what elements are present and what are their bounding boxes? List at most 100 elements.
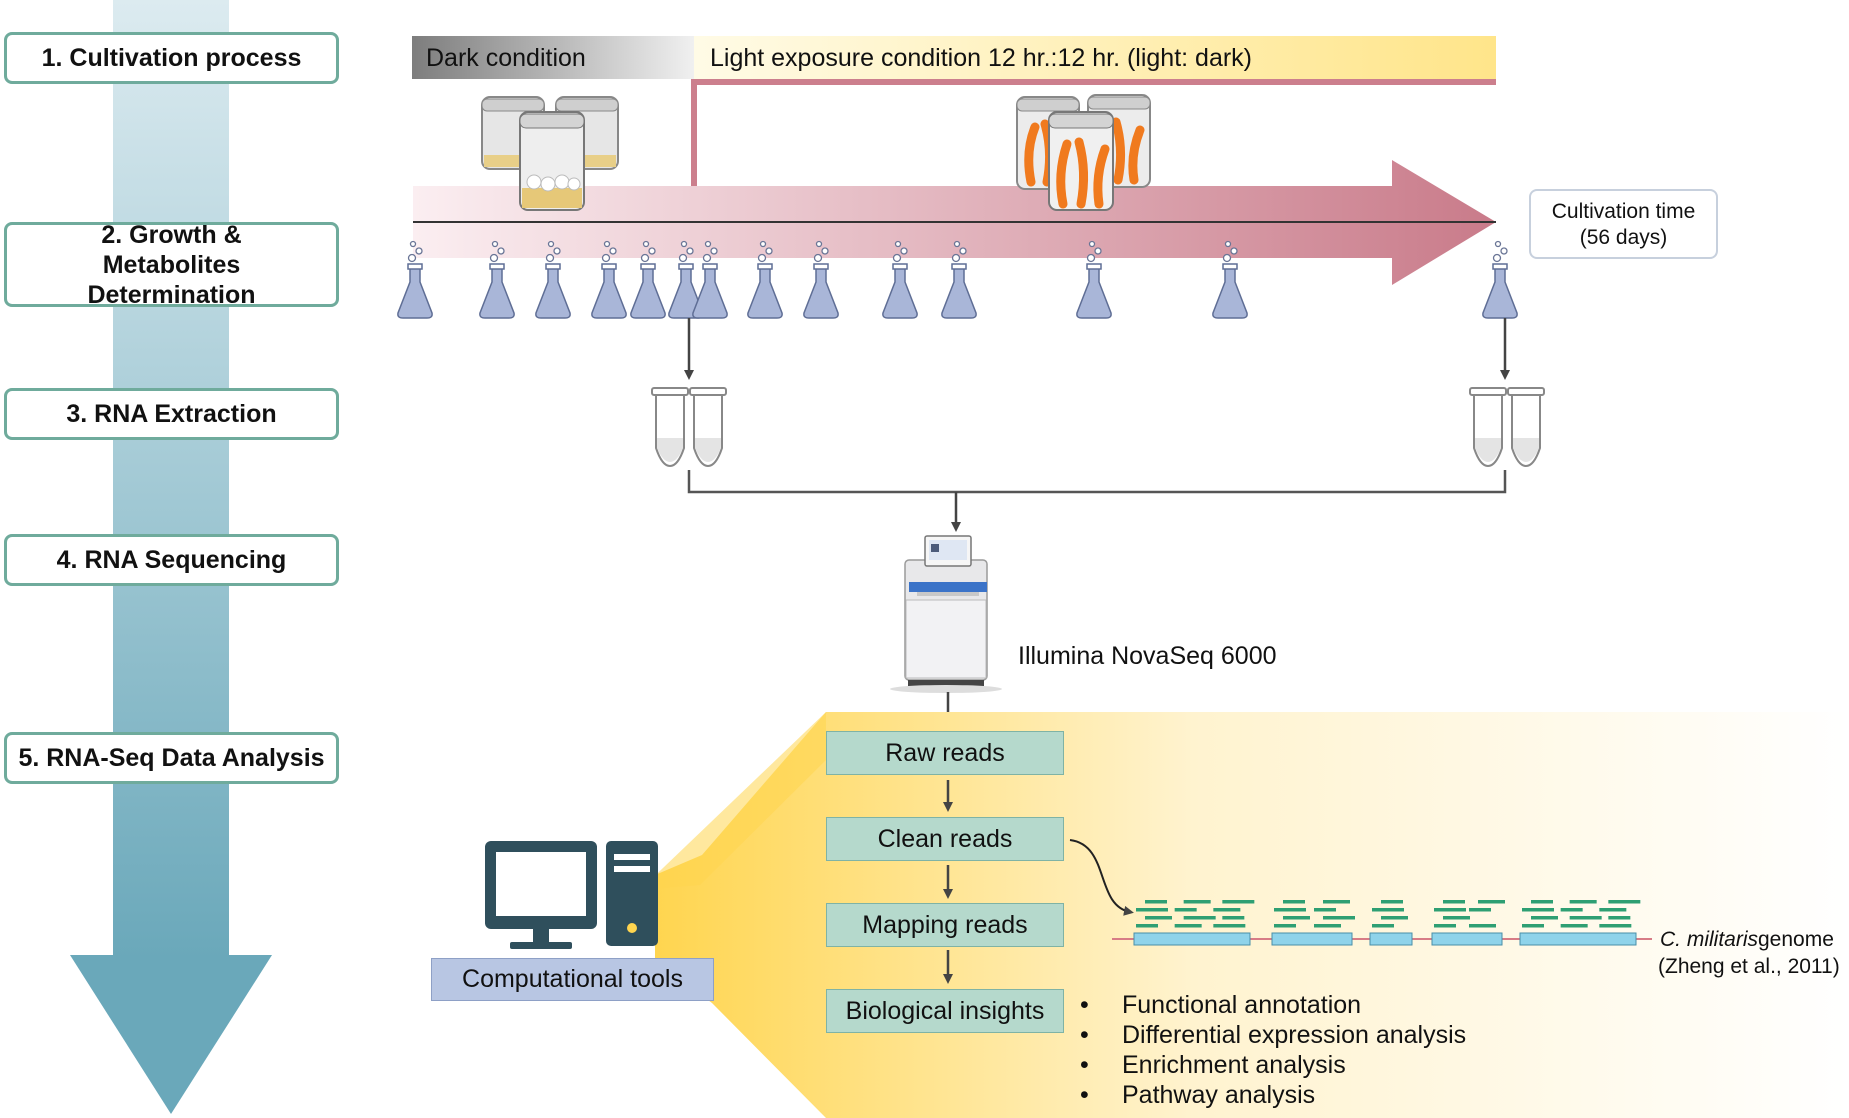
- flask-icon: [535, 240, 571, 319]
- genome-species: C. militaris: [1660, 928, 1758, 951]
- flask-icon: [803, 240, 839, 319]
- mapped-read: [1213, 924, 1246, 928]
- mapped-read: [1469, 924, 1496, 928]
- mapped-read: [1443, 900, 1465, 904]
- flask-icon: [692, 240, 728, 319]
- exon: [1271, 932, 1353, 946]
- pooling-bracket: [687, 470, 1507, 494]
- exon: [1369, 932, 1413, 946]
- rna-tubes-right-icon: [1469, 387, 1545, 468]
- mapped-read: [1314, 908, 1336, 912]
- mapped-read: [1145, 900, 1167, 904]
- genome-reference: (Zheng et al., 2011): [1658, 955, 1840, 978]
- mapped-read: [1599, 924, 1632, 928]
- flask-icon: [1212, 240, 1248, 319]
- mapped-read: [1323, 916, 1355, 920]
- mapped-read: [1183, 916, 1216, 920]
- mapped-read: [1145, 916, 1172, 920]
- funnel-upper-beam: [640, 712, 826, 890]
- list-item: •Functional annotation: [1080, 991, 1362, 1019]
- step-cultivation-process: 1. Cultivation process: [4, 32, 339, 84]
- flask-icon: [591, 240, 627, 319]
- flask-icon: [747, 240, 783, 319]
- flask-icon: [397, 240, 433, 319]
- sequencer-icon: [890, 535, 1002, 693]
- mapped-read: [1183, 900, 1211, 904]
- exon: [1519, 932, 1637, 946]
- mapped-read: [1174, 908, 1197, 912]
- mapped-read: [1599, 908, 1627, 912]
- mapped-read: [1522, 908, 1554, 912]
- mapped-read: [1174, 924, 1202, 928]
- clean-to-genome-curve: [1069, 839, 1134, 916]
- mapped-read: [1283, 900, 1305, 904]
- cultivation-timeline-arrow: [413, 160, 1496, 285]
- process-flow-arrow: [70, 0, 272, 1114]
- flask-icon: [941, 240, 977, 319]
- list-item: •Enrichment analysis: [1080, 1051, 1346, 1079]
- mapped-read: [1531, 900, 1553, 904]
- mapping-reads-box: Mapping reads: [826, 903, 1064, 947]
- mapped-read: [1469, 908, 1491, 912]
- mapped-read: [1434, 908, 1466, 912]
- rna-tubes-left-icon: [651, 387, 727, 468]
- dark-condition-label: Dark condition: [426, 44, 586, 72]
- exon: [1431, 932, 1503, 946]
- mapped-read: [1569, 916, 1602, 920]
- computational-tools-box: Computational tools: [431, 958, 714, 1001]
- mapped-read: [1274, 924, 1296, 928]
- mapped-read: [1443, 916, 1470, 920]
- flask-icon: [630, 240, 666, 319]
- mapped-read: [1569, 900, 1597, 904]
- mapped-read: [1478, 900, 1505, 904]
- biological-insights-box: Biological insights: [826, 989, 1064, 1033]
- mapped-read: [1283, 916, 1310, 920]
- mapped-read: [1608, 900, 1641, 904]
- jars-dark-icon: [481, 96, 619, 211]
- cultivation-duration: (56 days): [1579, 226, 1668, 249]
- mapped-read: [1381, 916, 1408, 920]
- light-condition-label: Light exposure condition 12 hr.:12 hr. (…: [710, 44, 1252, 72]
- analysis-list: •Functional annotation •Differential exp…: [1080, 990, 1466, 1110]
- light-condition-bar: [694, 36, 1496, 79]
- list-item: •Differential expression analysis: [1080, 1021, 1467, 1049]
- dark-condition-bar: [412, 36, 694, 79]
- flask-icon: [1482, 240, 1518, 319]
- computer-icon: [485, 841, 658, 949]
- mapped-read: [1222, 900, 1255, 904]
- mapped-read: [1372, 908, 1404, 912]
- mapped-read: [1434, 924, 1456, 928]
- mapped-read: [1531, 916, 1558, 920]
- raw-reads-box: Raw reads: [826, 731, 1064, 775]
- mapped-read: [1136, 908, 1168, 912]
- flask-icon: [882, 240, 918, 319]
- mapped-read: [1213, 908, 1241, 912]
- cultivation-time-box: Cultivation time (56 days): [1529, 189, 1718, 259]
- mapped-read: [1608, 916, 1631, 920]
- step-rna-sequencing: 4. RNA Sequencing: [4, 534, 339, 586]
- reference-genome-track: [1112, 900, 1652, 946]
- sampling-flasks: [397, 240, 1518, 319]
- cultivation-time-label: Cultivation time: [1551, 200, 1696, 223]
- list-item: •Pathway analysis: [1080, 1081, 1316, 1109]
- mapped-read: [1274, 908, 1306, 912]
- flask-icon: [1076, 240, 1112, 319]
- jars-light-icon: [1016, 94, 1151, 211]
- genome-suffix: genome: [1758, 928, 1834, 951]
- genome-label: C. militarisgenome: [1660, 928, 1834, 952]
- clean-reads-box: Clean reads: [826, 817, 1064, 861]
- mapped-read: [1372, 924, 1394, 928]
- mapped-read: [1222, 916, 1245, 920]
- sequencer-label: Illumina NovaSeq 6000: [1018, 642, 1277, 670]
- mapped-read: [1136, 924, 1158, 928]
- exon: [1133, 932, 1251, 946]
- step-rna-extraction: 3. RNA Extraction: [4, 388, 339, 440]
- mapped-read: [1560, 924, 1588, 928]
- light-start-connector: [691, 79, 1496, 206]
- flask-icon: [479, 240, 515, 319]
- mapped-read: [1323, 900, 1350, 904]
- step-growth-metabolites: 2. Growth & Metabolites Determination: [4, 221, 339, 309]
- mapped-read: [1314, 924, 1341, 928]
- mapped-read: [1560, 908, 1583, 912]
- mapped-read: [1381, 900, 1403, 904]
